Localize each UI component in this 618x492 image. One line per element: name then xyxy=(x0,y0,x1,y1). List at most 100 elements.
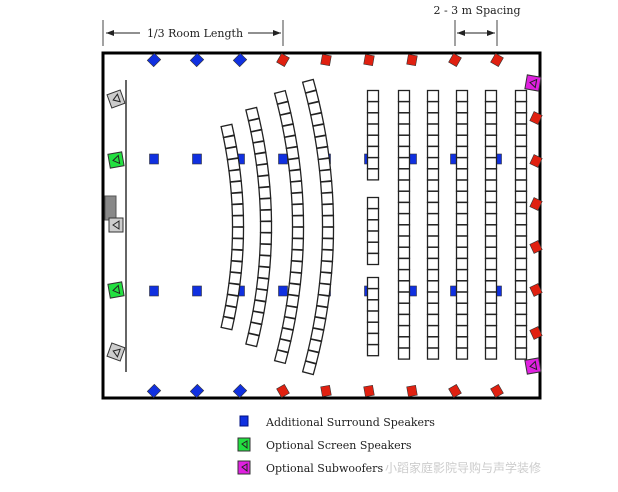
seat xyxy=(397,269,411,282)
seat xyxy=(455,235,469,248)
seat xyxy=(484,112,498,125)
seat xyxy=(455,89,469,103)
seat xyxy=(318,271,333,285)
legend-item-subwoofer: Optional Subwoofers xyxy=(237,460,383,475)
surround-speaker-red-icon xyxy=(490,384,504,398)
seat xyxy=(291,226,305,239)
seat xyxy=(455,269,469,282)
seat xyxy=(455,246,469,259)
screen-speaker-icon xyxy=(107,151,125,169)
center-speaker-stack-icon xyxy=(104,195,117,221)
seat xyxy=(514,325,528,338)
seat xyxy=(289,260,304,274)
seat xyxy=(455,123,469,136)
seat xyxy=(514,347,528,360)
subwoofer-cone-icon xyxy=(529,360,538,371)
seat xyxy=(514,145,528,159)
seat xyxy=(321,215,335,228)
seat xyxy=(397,145,411,159)
surround-speaker-red-icon xyxy=(529,283,543,297)
seat xyxy=(289,180,304,194)
seat xyxy=(366,241,380,254)
spacing-label: 2 - 3 m Spacing xyxy=(433,4,520,17)
seat xyxy=(231,215,245,228)
seat xyxy=(455,336,469,349)
seat xyxy=(426,325,440,338)
seat xyxy=(366,123,380,136)
surround-speaker-red-icon xyxy=(320,53,332,67)
seat xyxy=(366,230,380,243)
seat xyxy=(366,344,380,357)
seat xyxy=(366,89,380,103)
seat xyxy=(484,101,498,114)
seat xyxy=(514,302,528,315)
seat xyxy=(514,101,528,114)
seat xyxy=(514,257,528,271)
seat xyxy=(484,325,498,338)
additional-surround-speaker-icon xyxy=(192,153,202,165)
seat xyxy=(366,145,380,159)
seat xyxy=(397,336,411,349)
seat xyxy=(397,347,411,360)
seat xyxy=(484,123,498,136)
seat xyxy=(455,190,469,203)
seat xyxy=(259,232,273,245)
seat xyxy=(288,169,303,183)
seat xyxy=(320,192,334,205)
seat xyxy=(397,89,411,103)
surround-speaker-blue-icon xyxy=(146,52,162,68)
seat xyxy=(514,336,528,349)
seat xyxy=(366,276,380,290)
seat xyxy=(255,163,270,177)
seat xyxy=(514,246,528,259)
seat xyxy=(514,235,528,248)
seat xyxy=(283,134,298,149)
seat xyxy=(317,282,332,297)
seat xyxy=(484,157,498,170)
legend-item-surround: Additional Surround Speakers xyxy=(239,415,435,429)
seat xyxy=(252,140,267,155)
seat xyxy=(426,157,440,170)
seat xyxy=(318,169,333,183)
main-speaker-cone-icon xyxy=(112,220,120,230)
seat xyxy=(228,271,242,285)
seat xyxy=(314,305,329,320)
surround-speaker-red-icon xyxy=(448,384,462,398)
seat xyxy=(273,349,289,365)
seat xyxy=(258,254,272,268)
seat xyxy=(426,224,440,237)
dimension-room-third: 1/3 Room Length xyxy=(102,20,284,46)
seat xyxy=(397,134,411,147)
seat xyxy=(514,269,528,282)
seat xyxy=(514,89,528,103)
seat xyxy=(254,288,269,303)
seat xyxy=(397,101,411,114)
seat xyxy=(426,347,440,360)
seat xyxy=(455,302,469,315)
seat xyxy=(397,157,411,170)
seat xyxy=(484,235,498,248)
seat xyxy=(426,89,440,103)
seat xyxy=(317,157,332,172)
seat xyxy=(228,169,242,183)
seat xyxy=(259,209,273,222)
seat xyxy=(455,257,469,271)
seat xyxy=(366,196,380,210)
seat xyxy=(426,269,440,282)
seat xyxy=(397,235,411,248)
seat xyxy=(455,213,469,226)
seat xyxy=(319,180,334,194)
seat xyxy=(301,360,317,376)
seat xyxy=(397,190,411,203)
seat xyxy=(283,305,298,320)
seat xyxy=(397,112,411,125)
seat xyxy=(426,336,440,349)
seat xyxy=(231,226,245,239)
seat xyxy=(366,332,380,346)
seat xyxy=(231,237,245,251)
surround-speaker-blue-icon xyxy=(189,383,205,399)
seat xyxy=(226,157,241,172)
screen-speaker-cone-icon xyxy=(112,154,121,165)
main-speaker-icon xyxy=(108,217,124,233)
seat xyxy=(397,302,411,315)
